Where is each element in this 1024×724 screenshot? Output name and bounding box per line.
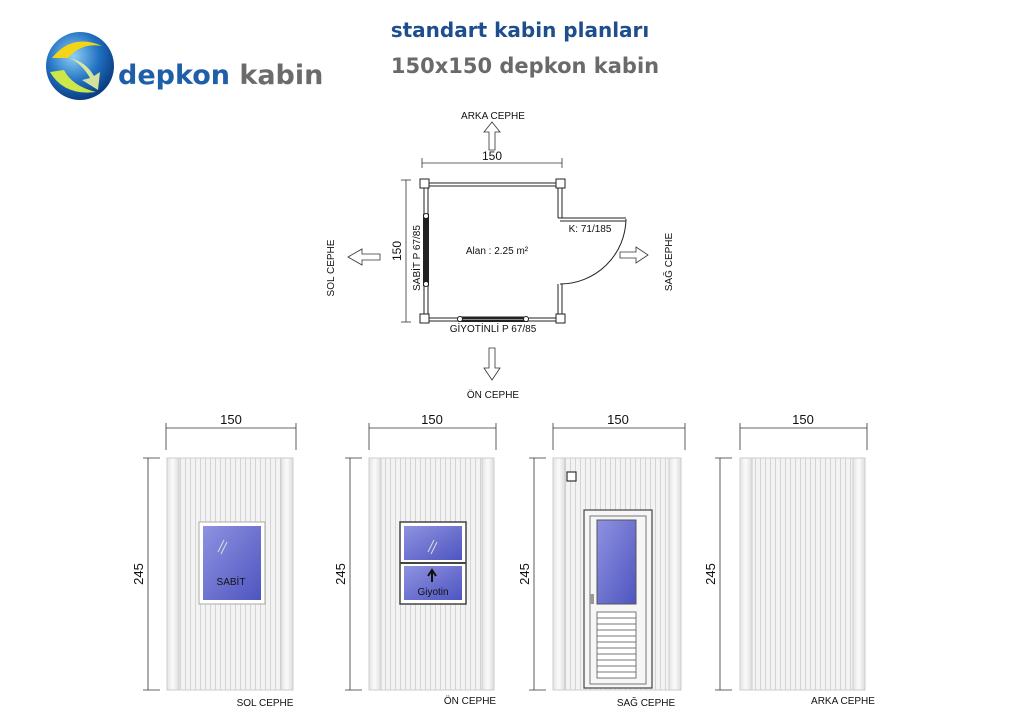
plan-door-label: K: 71/185	[569, 224, 612, 235]
plan-width-dimension: 150	[482, 149, 502, 163]
plan-sag-cephe-label: SAĞ CEPHE	[662, 233, 675, 292]
plan-left-window	[423, 214, 429, 286]
on-cephe-caption: ÖN CEPHE	[444, 695, 497, 707]
sag-cephe-caption: SAĞ CEPHE	[617, 696, 676, 709]
plan-door	[558, 217, 627, 285]
page-subtitle: 150x150 depkon kabin	[390, 54, 660, 78]
logo-wordmark: depkon kabin	[118, 60, 323, 91]
elevation-arka-cephe: 150 245 ARKA CEPHE	[703, 412, 875, 707]
arrow-up-icon	[483, 121, 501, 151]
logo-word-depkon: depkon	[118, 60, 230, 91]
on-height-dimension: 245	[333, 563, 348, 585]
sag-height-dimension: 245	[517, 563, 532, 585]
plan-height-dimension: 150	[390, 241, 404, 261]
plan-left-window-label: SABİT P 67/85	[410, 225, 423, 291]
arrow-up-icon	[427, 568, 437, 582]
plan-area-label: Alan : 2.25 m²	[466, 246, 529, 257]
door-handle-icon	[590, 594, 594, 604]
sol-height-dimension: 245	[131, 563, 146, 585]
plan-on-cephe-label: ÖN CEPHE	[467, 389, 520, 401]
arrow-down-icon	[483, 347, 501, 381]
plan-arka-cephe-label: ARKA CEPHE	[461, 111, 525, 122]
plan-bottom-window-label: GİYOTİNLİ P 67/85	[450, 322, 537, 335]
depkon-logo-icon	[46, 32, 114, 100]
sag-width-dimension: 150	[607, 412, 629, 427]
vent-icon	[566, 471, 577, 482]
arka-width-dimension: 150	[792, 412, 814, 427]
elevation-sol-cephe: 150 245 SABİT SOL CEPHE	[131, 412, 297, 709]
plan-sol-cephe-label: SOL CEPHE	[326, 239, 337, 296]
sol-window-label: SABİT	[217, 575, 246, 588]
elevation-on-cephe: 150 245 Giyotin ÖN CEPHE	[333, 412, 496, 707]
logo-word-kabin: kabin	[239, 60, 324, 91]
door-louver	[596, 611, 637, 679]
arrow-left-icon	[347, 248, 381, 266]
arka-cephe-caption: ARKA CEPHE	[811, 696, 875, 707]
on-width-dimension: 150	[421, 412, 443, 427]
on-window-label: Giyotin	[417, 587, 448, 598]
arka-height-dimension: 245	[703, 563, 718, 585]
arrow-right-icon	[619, 246, 649, 264]
elevation-sag-cephe: 150 245 SAĞ CEPHE	[517, 412, 686, 709]
sol-width-dimension: 150	[220, 412, 242, 427]
page-title: standart kabin planları	[390, 18, 650, 42]
sol-cephe-caption: SOL CEPHE	[237, 698, 294, 709]
plan-corner-posts	[419, 178, 566, 324]
